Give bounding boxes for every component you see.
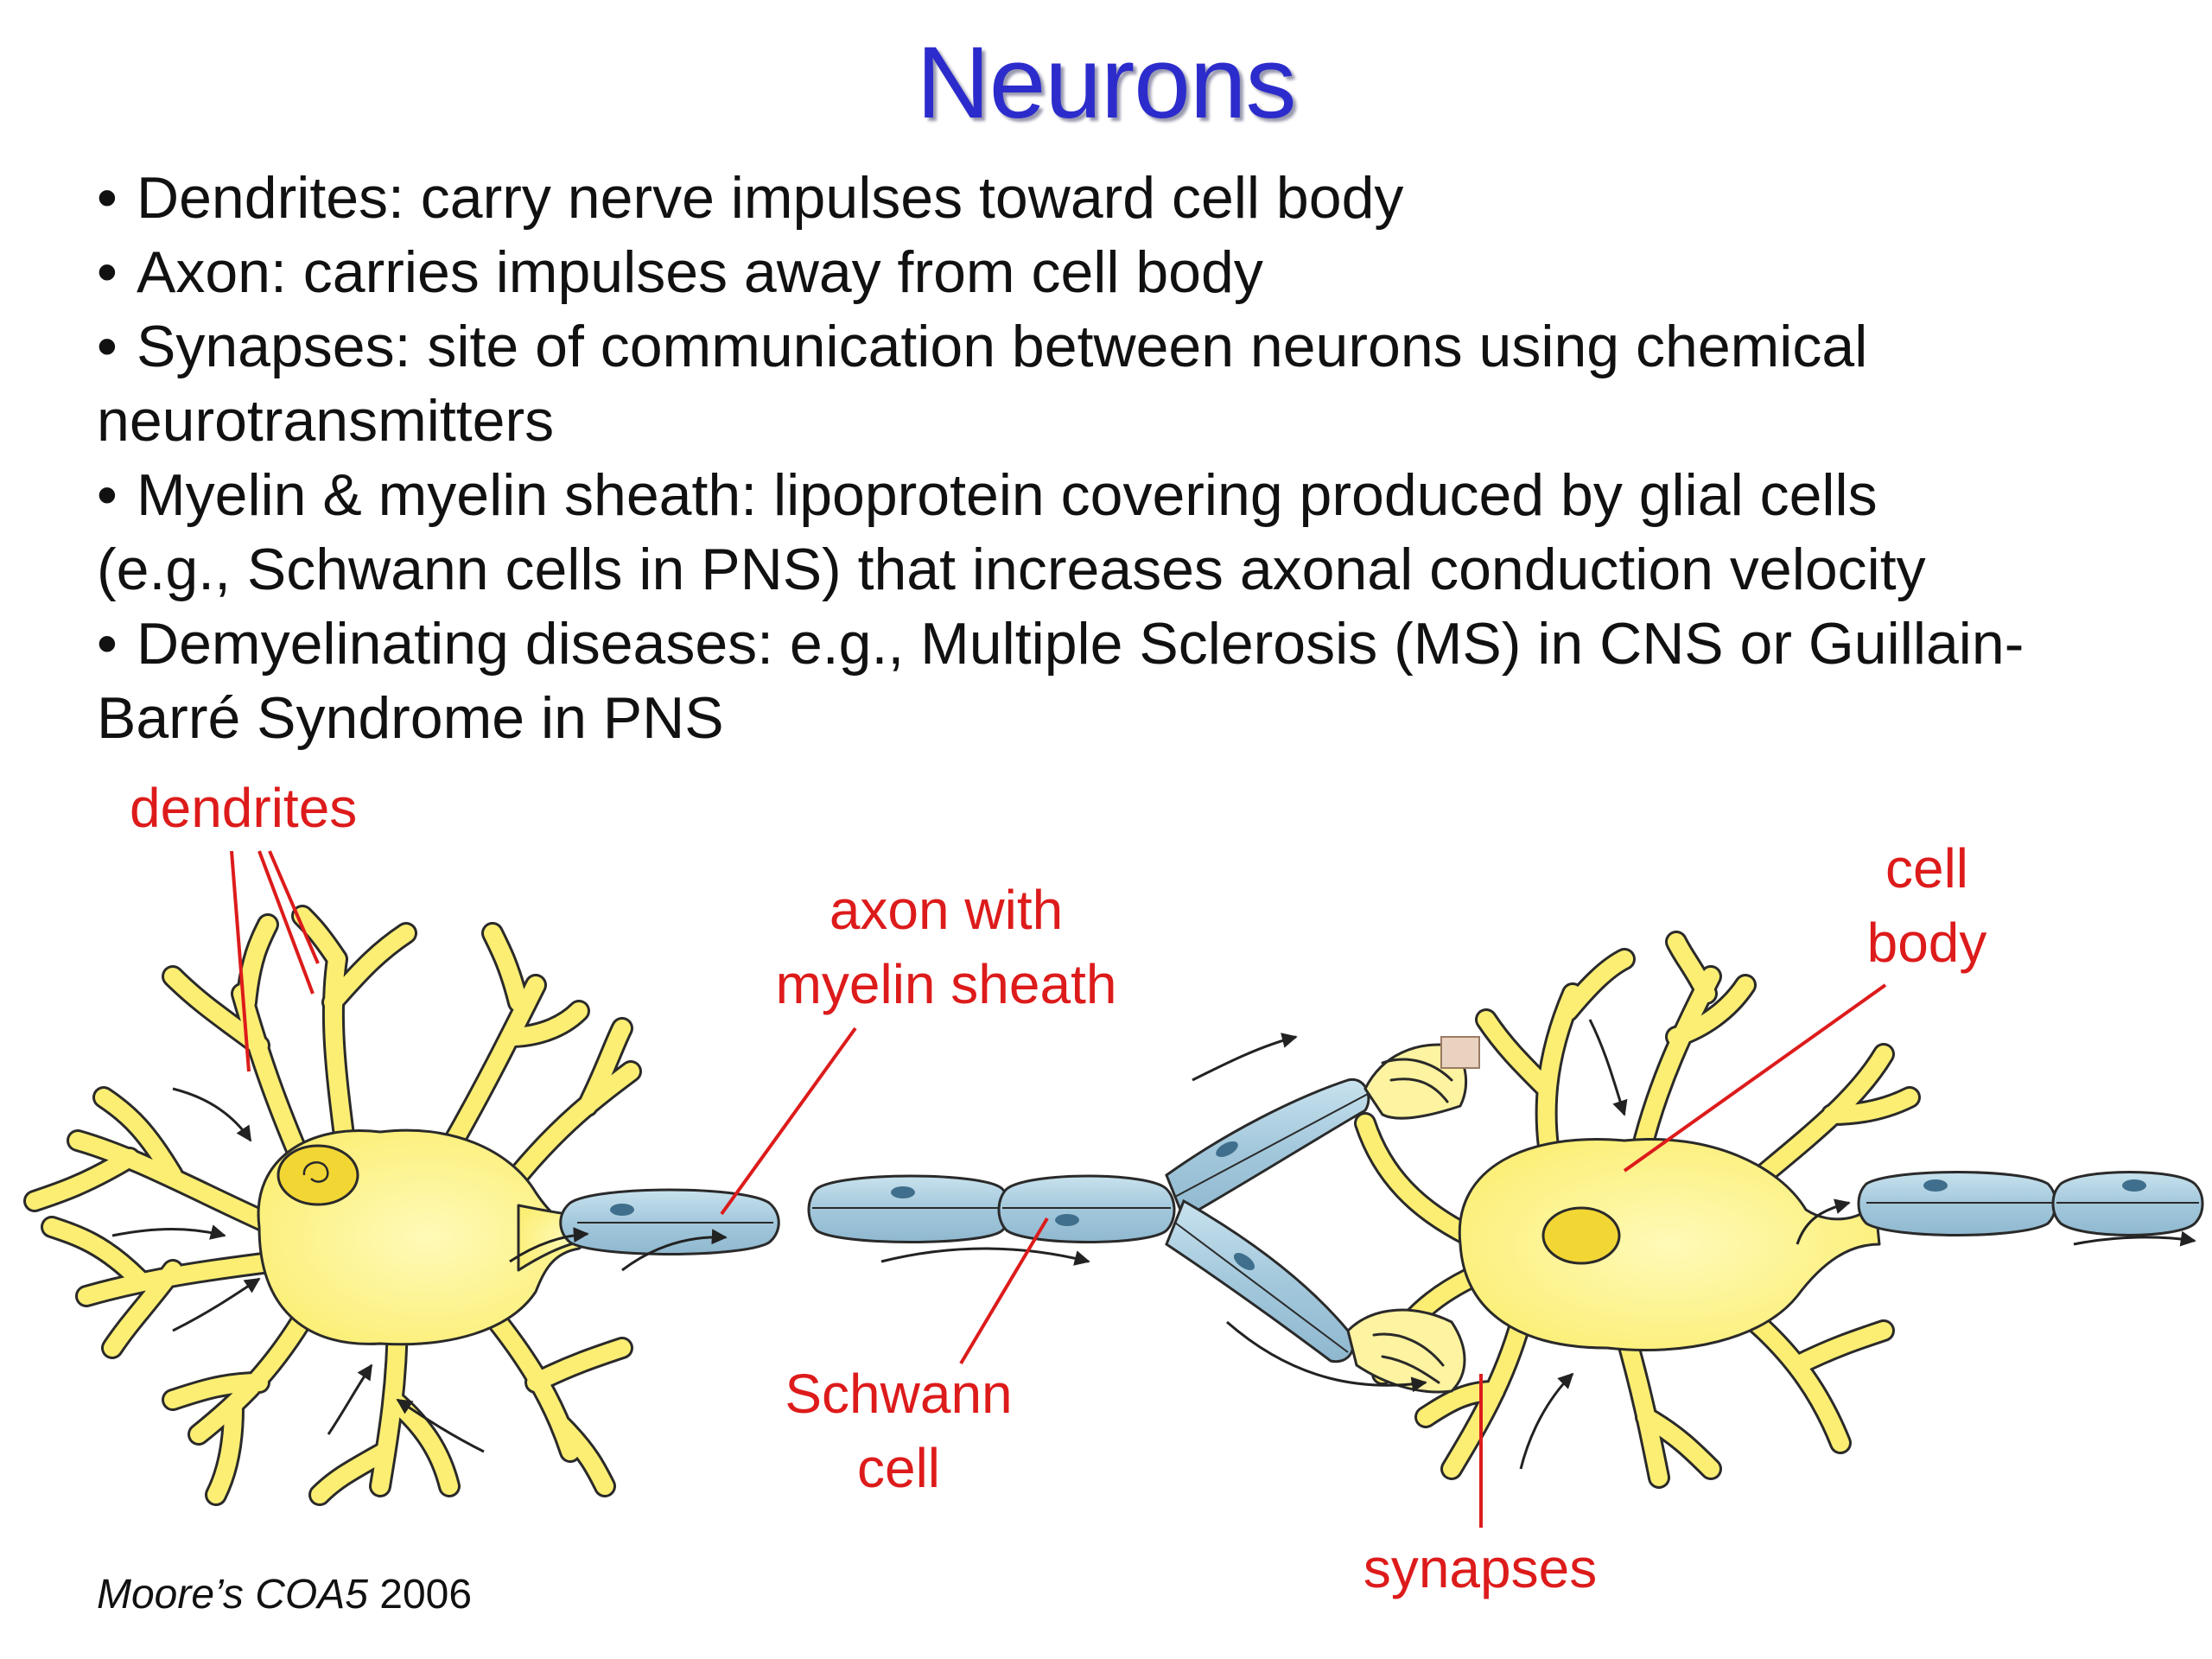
bullet-demyelinating: Demyelinating diseases: e.g., Multiple S… bbox=[97, 607, 2171, 755]
myelin-segment bbox=[1165, 1198, 1355, 1363]
bullet-synapses: Synapses: site of communication between … bbox=[97, 309, 2171, 458]
bullet-dendrites: Dendrites: carry nerve impulses toward c… bbox=[97, 161, 2171, 235]
myelin-segment bbox=[1857, 1171, 2057, 1236]
bullet-axon: Axon: carries impulses away from cell bo… bbox=[97, 235, 2171, 309]
label-line: body bbox=[1866, 912, 1987, 974]
bullet-myelin: Myelin & myelin sheath: lipoprotein cove… bbox=[97, 458, 2171, 607]
bullet-text: Demyelinating diseases: e.g., Multiple S… bbox=[137, 611, 2024, 677]
label-dendrites: dendrites bbox=[130, 777, 358, 839]
label-line: cell bbox=[1885, 837, 1969, 899]
myelin-segment bbox=[1165, 1077, 1370, 1221]
slide-title: Neurons bbox=[916, 26, 1296, 140]
impulse-arrows bbox=[111, 1019, 2196, 1470]
credit-source: Moore’s COA5 bbox=[97, 1572, 368, 1618]
label-line: axon with bbox=[829, 879, 1064, 941]
bullet-text: Synapses: site of communication between … bbox=[137, 314, 1868, 379]
myelin-segment bbox=[2051, 1171, 2204, 1236]
right-cell-body bbox=[1458, 1138, 1881, 1351]
left-dendrites bbox=[23, 905, 642, 1506]
left-neuron bbox=[23, 905, 642, 1506]
bullet-continuation: (e.g., Schwann cells in PNS) that increa… bbox=[97, 537, 1926, 602]
bullet-continuation: Barré Syndrome in PNS bbox=[97, 685, 724, 751]
credit-year: 2006 bbox=[379, 1572, 473, 1618]
bullet-text: Dendrites: carry nerve impulses toward c… bbox=[137, 165, 1404, 231]
label-line: cell bbox=[856, 1437, 941, 1499]
myelin-segment bbox=[997, 1174, 1176, 1243]
bullet-continuation: neurotransmitters bbox=[97, 388, 555, 454]
label-line: myelin sheath bbox=[775, 953, 1117, 1015]
terminal-marker bbox=[1440, 1036, 1480, 1069]
label-cell-body: cell body bbox=[1840, 831, 2013, 980]
left-nucleus bbox=[276, 1144, 359, 1206]
label-schwann-cell: Schwann cell bbox=[769, 1357, 1028, 1505]
bullet-text: Myelin & myelin sheath: lipoprotein cove… bbox=[137, 462, 1878, 528]
right-neuron bbox=[1346, 931, 1921, 1489]
myelin-segment bbox=[807, 1174, 1012, 1243]
label-line: Schwann bbox=[785, 1363, 1013, 1425]
pointer-lines bbox=[230, 850, 1887, 1528]
neuron-diagram bbox=[23, 850, 2204, 1528]
bullet-text: Axon: carries impulses away from cell bo… bbox=[137, 239, 1263, 305]
source-credit: Moore’s COA5 2006 bbox=[97, 1571, 472, 1618]
label-synapses: synapses bbox=[1363, 1537, 1598, 1599]
bullet-list: Dendrites: carry nerve impulses toward c… bbox=[97, 161, 2171, 755]
right-nucleus bbox=[1541, 1206, 1621, 1265]
label-axon-with-myelin-sheath: axon with myelin sheath bbox=[752, 873, 1141, 1021]
